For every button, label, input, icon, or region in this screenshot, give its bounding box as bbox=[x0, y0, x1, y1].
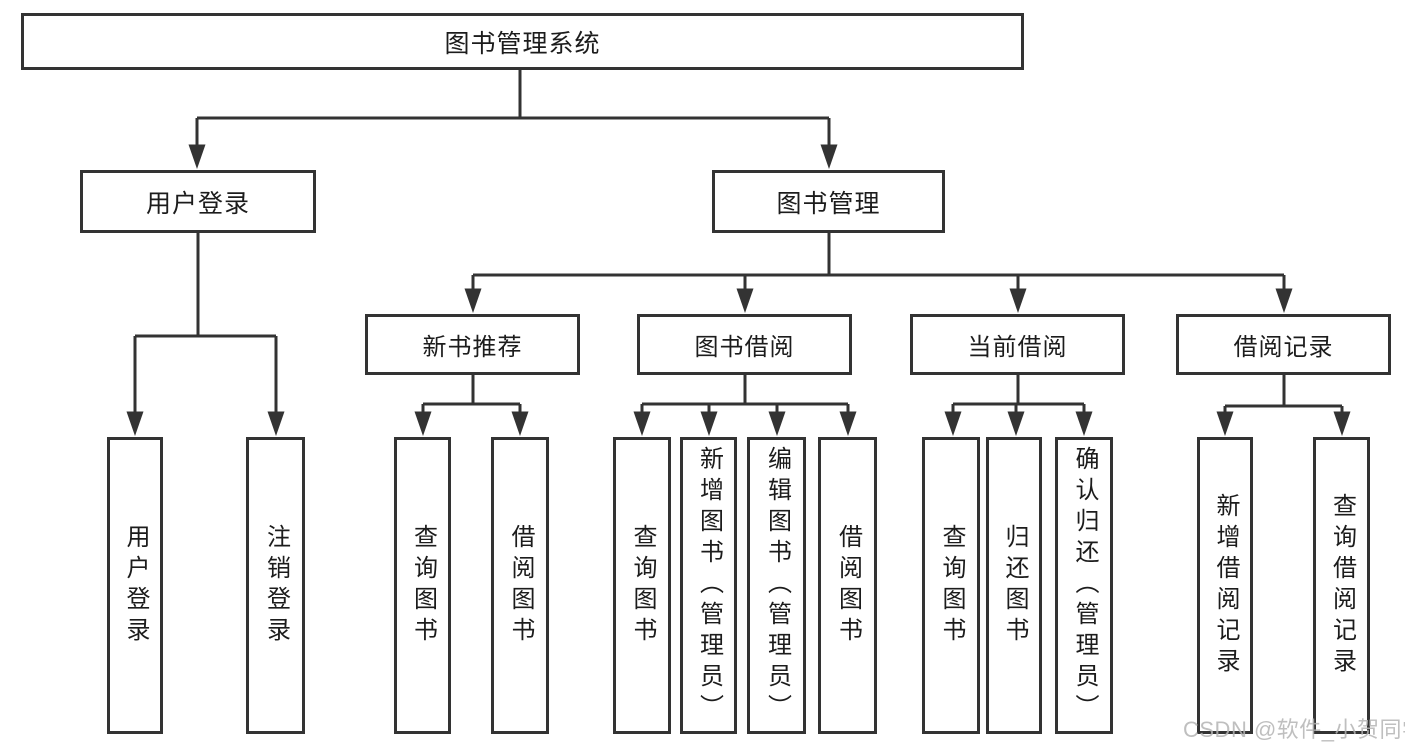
node-book-borrow: 图书借阅 bbox=[637, 314, 852, 375]
leaf-query-books-borrow: 查询图书 bbox=[613, 437, 671, 734]
leaf-add-book-admin-label: 新增图书（管理员） bbox=[695, 446, 723, 725]
node-current-borrow: 当前借阅 bbox=[910, 314, 1125, 375]
leaf-query-borrow-record: 查询借阅记录 bbox=[1313, 437, 1370, 734]
node-new-book-recommend: 新书推荐 bbox=[365, 314, 580, 375]
leaf-return-books-label: 归还图书 bbox=[1001, 523, 1028, 648]
node-book-management: 图书管理 bbox=[712, 170, 945, 233]
leaf-edit-book-admin-label: 编辑图书（管理员） bbox=[763, 446, 791, 725]
leaf-borrow-books-label: 借阅图书 bbox=[834, 523, 862, 648]
leaf-edit-book-admin: 编辑图书（管理员） bbox=[747, 437, 806, 734]
node-root-label: 图书管理系统 bbox=[444, 29, 601, 58]
leaf-add-borrow-record: 新增借阅记录 bbox=[1197, 437, 1253, 734]
node-borrow-records: 借阅记录 bbox=[1176, 314, 1391, 375]
node-book-management-label: 图书管理 bbox=[776, 189, 881, 218]
leaf-borrow-books-recommend: 借阅图书 bbox=[491, 437, 549, 734]
leaf-borrow-books: 借阅图书 bbox=[818, 437, 877, 734]
leaf-borrow-books-recommend-label: 借阅图书 bbox=[507, 523, 534, 648]
leaf-add-book-admin: 新增图书（管理员） bbox=[680, 437, 737, 734]
leaf-query-books-recommend-label: 查询图书 bbox=[409, 523, 437, 648]
node-user-login: 用户登录 bbox=[80, 170, 316, 233]
node-borrow-records-label: 借阅记录 bbox=[1233, 334, 1334, 361]
leaf-query-borrow-record-label: 查询借阅记录 bbox=[1328, 492, 1356, 679]
node-book-borrow-label: 图书借阅 bbox=[694, 334, 795, 361]
leaf-query-books-current: 查询图书 bbox=[922, 437, 980, 734]
leaf-query-books-recommend: 查询图书 bbox=[394, 437, 451, 734]
node-new-book-recommend-label: 新书推荐 bbox=[422, 334, 523, 361]
node-current-borrow-label: 当前借阅 bbox=[967, 334, 1068, 361]
leaf-logout: 注销登录 bbox=[246, 437, 305, 734]
watermark: CSDN @软件_小贺同学 bbox=[1183, 717, 1405, 742]
leaf-query-books-current-label: 查询图书 bbox=[938, 523, 965, 648]
leaf-user-login-label: 用户登录 bbox=[122, 523, 149, 648]
leaf-query-books-borrow-label: 查询图书 bbox=[629, 523, 656, 648]
leaf-return-books: 归还图书 bbox=[986, 437, 1042, 734]
node-root: 图书管理系统 bbox=[21, 13, 1024, 70]
leaf-user-login: 用户登录 bbox=[107, 437, 163, 734]
leaf-logout-label: 注销登录 bbox=[262, 523, 290, 648]
leaf-confirm-return-admin: 确认归还（管理员） bbox=[1055, 437, 1113, 734]
leaf-confirm-return-admin-label: 确认归还（管理员） bbox=[1071, 446, 1098, 725]
leaf-add-borrow-record-label: 新增借阅记录 bbox=[1212, 492, 1239, 679]
node-user-login-label: 用户登录 bbox=[145, 189, 250, 218]
